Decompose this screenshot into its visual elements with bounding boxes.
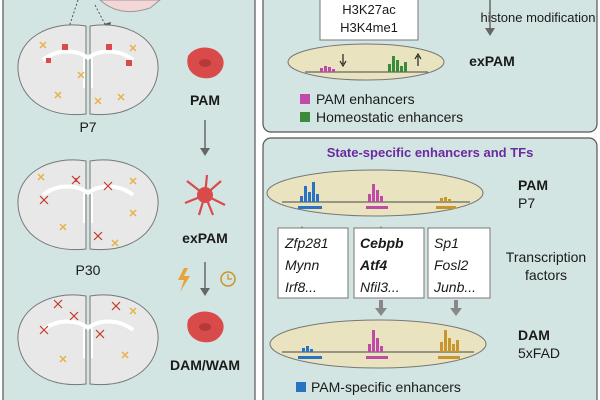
tf-box3-line1: Sp1: [434, 235, 459, 251]
dam-blue-bar: [298, 356, 322, 359]
dam-magenta-bar: [366, 356, 388, 359]
brain-5xfad-cells: [39, 299, 121, 339]
brain-5xfad-stars: [59, 307, 137, 363]
legend-pam-specific-swatch: [296, 382, 306, 392]
dam-state-label: DAM: [518, 327, 550, 343]
histone-mark-1: H3K27ac: [342, 2, 396, 17]
tf-down-arrows: [375, 300, 462, 316]
tf-box2-line3: Nfil3...: [360, 279, 400, 295]
pam-gold-peak: [440, 197, 451, 202]
brain-p30: [17, 159, 159, 251]
pointer-line-1: [67, 0, 79, 31]
expam-pam-peak: [320, 66, 335, 72]
arrowhead-expam-to-damwam: [200, 288, 210, 296]
tf-box-2: [353, 227, 425, 299]
tf-box2-line1: Cebpb: [360, 235, 404, 251]
expam-state-label: exPAM: [469, 53, 515, 69]
histone-mark-box: [319, 0, 419, 41]
dam-gold-peak: [440, 330, 459, 352]
tf-box3-line2: Fosl2: [434, 257, 468, 273]
state-label-pam: PAM: [190, 92, 220, 108]
brain-p7-cells: [46, 44, 132, 66]
dam-model-label: 5xFAD: [518, 345, 560, 361]
tf-box1-line1: Zfp281: [284, 235, 329, 251]
expam-up-arrow: [414, 52, 422, 66]
pam-state-label: PAM: [518, 177, 548, 193]
state-label-expam: exPAM: [182, 230, 228, 246]
pointer-line-2: [94, 4, 109, 31]
damwam-cell-nucleus: [199, 323, 211, 331]
tf-box-3: [427, 227, 491, 299]
tf-box-1: [277, 227, 349, 299]
legend-pam-swatch: [300, 94, 310, 104]
clock-icon: [220, 271, 236, 287]
lightning-icon: [178, 268, 190, 292]
histone-mark-2: H3K4me1: [340, 20, 398, 35]
pam-magenta-peak: [368, 184, 383, 202]
pam-blue-bar: [298, 206, 322, 209]
pam-gold-bar: [436, 206, 456, 209]
dam-magenta-peak: [368, 330, 383, 352]
tf-box2-line2: Atf4: [359, 257, 387, 273]
pam-cell-nucleus: [199, 59, 211, 67]
tf-box3-line3: Junb...: [433, 279, 476, 295]
legend-homeostatic-swatch: [300, 112, 310, 122]
brain-5xfad: [17, 294, 159, 386]
legend-pam-label: PAM enhancers: [316, 91, 415, 107]
tf-label-line2: factors: [525, 267, 567, 283]
expam-cell-icon: [184, 174, 226, 216]
stage-label-p7: P7: [79, 119, 96, 135]
expam-down-arrow: [339, 54, 347, 68]
expam-homeostatic-peak: [388, 56, 407, 72]
brain-p30-stars: [37, 173, 137, 247]
section-title: State-specific enhancers and TFs: [327, 145, 534, 160]
histone-modification-label: histone modification: [481, 10, 596, 25]
state-label-damwam: DAM/WAM: [170, 357, 240, 373]
expam-track-ellipse: [287, 43, 445, 81]
stage-label-p30: P30: [76, 262, 101, 278]
pam-stage-label: P7: [518, 195, 535, 211]
tf-label-line1: Transcription: [506, 249, 586, 265]
legend-pam-specific-label: PAM-specific enhancers: [311, 379, 461, 395]
tf-box1-line2: Mynn: [285, 257, 319, 273]
legend-homeostatic-label: Homeostatic enhancers: [316, 109, 463, 125]
pam-magenta-bar: [366, 206, 388, 209]
brain-p30-cells: [39, 175, 113, 241]
dam-blue-peak: [302, 346, 313, 352]
histone-arrowhead: [485, 28, 495, 36]
expam-cell-body: [197, 187, 213, 203]
tf-box1-line3: Irf8...: [285, 279, 317, 295]
top-cell-fragment: [99, 0, 161, 13]
dam-gold-bar: [438, 356, 460, 359]
clock-hands: [227, 274, 232, 280]
brain-p7-stars: [39, 41, 137, 105]
arrowhead-pam-to-expam: [200, 148, 210, 156]
pam-blue-peak: [300, 182, 319, 202]
